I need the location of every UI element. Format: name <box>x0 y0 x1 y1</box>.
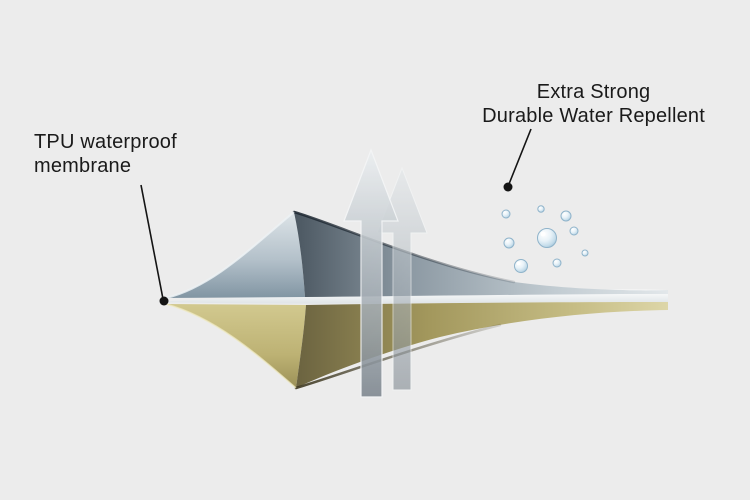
inner-fabric-right-face <box>296 302 668 388</box>
outer-fabric-layer <box>165 210 668 299</box>
repellent-label: Extra Strong Durable Water Repellent <box>482 80 705 129</box>
breathability-arrows <box>343 148 428 398</box>
inner-fabric-layer <box>165 302 668 390</box>
water-droplet-icon <box>552 258 562 268</box>
inner-fabric-left-face <box>166 304 306 388</box>
water-droplet-icon <box>569 226 579 236</box>
up-arrow-icon <box>343 148 399 398</box>
water-droplet-icon <box>514 259 528 273</box>
outer-fabric-right-face <box>294 212 668 297</box>
up-arrow-icon <box>376 166 428 391</box>
water-droplets <box>501 205 589 273</box>
leader-line <box>508 128 532 185</box>
water-droplet-icon <box>581 249 589 257</box>
leader-line <box>140 184 164 300</box>
water-droplet-icon <box>537 205 545 213</box>
water-droplet-icon <box>503 237 515 249</box>
water-droplet-icon <box>560 210 572 222</box>
water-droplet-icon <box>501 209 511 219</box>
leader-dot <box>503 182 513 192</box>
membrane-leader <box>140 184 169 306</box>
membrane-label: TPU waterproof membrane <box>34 131 177 178</box>
leader-dot <box>159 296 169 306</box>
repellent-leader <box>503 128 532 192</box>
repellent-label-line1: Extra Strong <box>536 81 651 103</box>
repellent-label-line2: Durable Water Repellent <box>482 105 705 128</box>
water-droplet-icon <box>537 228 557 248</box>
outer-fabric-left-face <box>166 212 305 298</box>
